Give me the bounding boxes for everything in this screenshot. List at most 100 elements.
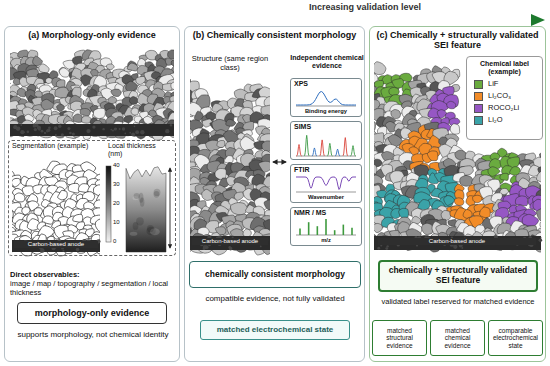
illustration-part — [411, 238, 415, 242]
spectrum-plot — [296, 92, 356, 106]
illustration-part — [528, 241, 532, 245]
illustration-part — [102, 128, 104, 130]
sei-particle — [57, 104, 65, 111]
illustration-part — [296, 192, 356, 193]
illustration-part — [27, 131, 30, 134]
progress-arrow — [188, 14, 545, 26]
anode-layer — [190, 235, 270, 250]
sei-layer — [10, 50, 174, 140]
illustration-part — [170, 124, 172, 126]
illustration-part — [528, 236, 531, 239]
sei-particle — [454, 198, 463, 206]
legend-list: LiFLi₂CO₃ROCO₂LiLi₂O — [469, 80, 540, 128]
sei-particle — [190, 128, 192, 135]
note-heading: Direct observables: — [10, 271, 176, 280]
sei-particle — [14, 193, 25, 202]
illustration-part — [459, 244, 463, 248]
spectrum-plot — [296, 219, 356, 235]
illustration-part — [190, 236, 270, 250]
note-text: supports morphology, not chemical identi… — [10, 330, 176, 339]
legend-text: ROCO₂Li — [488, 104, 519, 113]
panel-frame: (c) Chemically + structurally validated … — [369, 26, 546, 362]
illustration-part — [170, 168, 171, 248]
section-heading: Independent chemical evidence — [289, 54, 365, 70]
sei-particle — [73, 114, 83, 122]
illustration-part — [261, 242, 263, 244]
legend-title: Chemical label (example) — [469, 60, 540, 76]
illustration-part — [327, 143, 332, 156]
sei-particle — [12, 178, 20, 187]
box-label: matched chemical evidence — [434, 327, 481, 349]
legend-text: LiF — [488, 80, 498, 89]
illustration-part — [188, 18, 533, 22]
illustration-part — [165, 129, 169, 133]
illustration-part — [154, 191, 160, 198]
illustration-part — [55, 134, 57, 136]
illustration-part — [12, 240, 100, 252]
illustration-part — [140, 130, 145, 135]
illustration-part — [72, 132, 75, 135]
box-label: matched structural evidence — [376, 327, 423, 349]
illustration-part — [40, 245, 43, 248]
illustration-part — [25, 240, 29, 244]
sei-particle — [127, 63, 138, 71]
legend-swatch — [474, 104, 483, 113]
technique-label: XPS — [294, 80, 308, 88]
criterion-box: matched structural evidence — [372, 320, 427, 356]
illustration-part — [147, 225, 154, 232]
technique-label: SIMS — [294, 123, 311, 131]
technique-box: SIMS — [290, 121, 362, 160]
technique-label: Binding energy — [291, 108, 361, 115]
sei-particle — [226, 119, 236, 126]
illustration-part — [207, 240, 210, 243]
illustration-part — [139, 193, 144, 203]
spectrum-plot — [296, 135, 356, 156]
box-label: chemically consistent morphology — [205, 270, 345, 280]
sei-particle — [22, 207, 30, 215]
sei-particle — [80, 109, 90, 116]
illustration-part — [299, 229, 301, 235]
illustration-part — [260, 246, 262, 248]
illustration-part — [130, 232, 138, 236]
illustration-part — [92, 125, 95, 128]
sei-particle — [444, 196, 455, 206]
color-scale — [106, 166, 111, 242]
sei-particle — [73, 214, 83, 222]
illustration-part — [62, 250, 64, 252]
illustration-part — [61, 246, 64, 249]
illustration-part — [466, 239, 470, 243]
sei-particle — [243, 121, 254, 130]
illustration-part — [122, 127, 125, 130]
sei-particle — [94, 200, 100, 208]
panel-title: (b) Chemically consistent morphology — [193, 30, 357, 40]
illustration-part — [425, 239, 429, 243]
illustration-part — [96, 239, 100, 243]
sei-particle — [35, 91, 43, 97]
illustration-part — [33, 241, 36, 244]
box-label: comparable electrochemical state — [492, 327, 539, 349]
illustration-part — [531, 14, 545, 26]
illustration-part — [385, 247, 388, 250]
sei-particle — [217, 140, 225, 147]
illustration-part — [343, 225, 345, 235]
evidence-status-box: chemically consistent morphology — [189, 261, 361, 288]
sei-particle — [480, 207, 491, 217]
sei-particle — [447, 101, 456, 108]
illustration-part — [451, 237, 454, 240]
sei-particle — [95, 219, 100, 231]
illustration-part — [317, 226, 319, 235]
sei-particle — [39, 64, 49, 73]
illustration-part — [399, 238, 402, 241]
sei-particle — [500, 173, 509, 180]
illustration-part — [296, 92, 356, 105]
illustration-part — [415, 237, 418, 240]
sei-particle — [540, 221, 541, 228]
sei-particle — [422, 223, 433, 234]
technique-box: FTIRWavenumber — [290, 164, 362, 203]
legend-swatch — [474, 116, 483, 125]
illustration-part — [41, 130, 44, 133]
section-heading: Structure (same region class) — [188, 55, 272, 72]
illustration-part — [69, 132, 72, 135]
inset-caption: Local thickness (nm) — [108, 142, 172, 158]
